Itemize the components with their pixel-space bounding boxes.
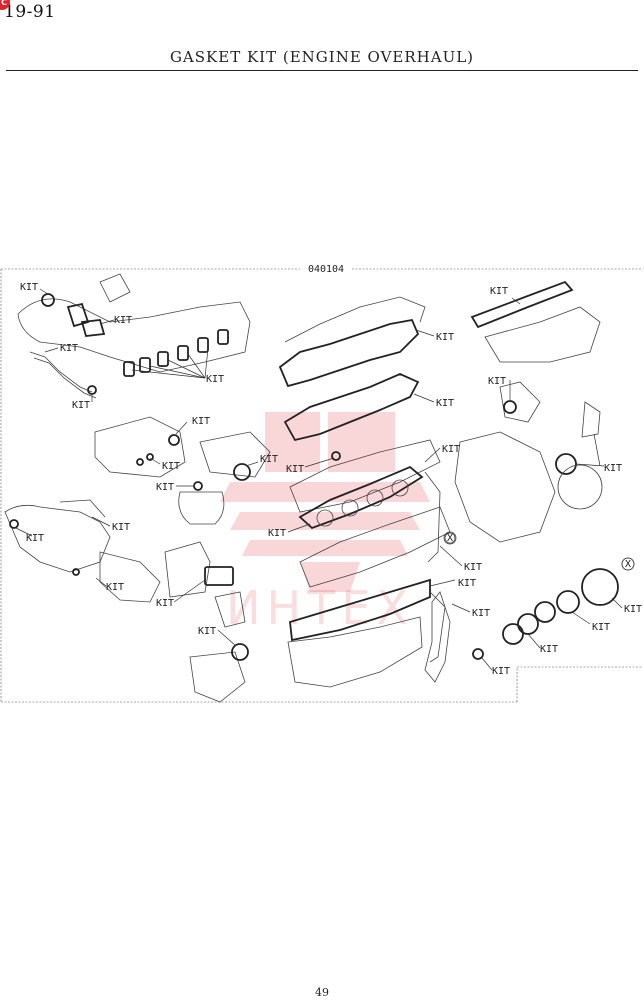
kit-callout: KIT [604,463,622,474]
kit-callout: KIT [268,528,286,539]
kit-callout: KIT [106,582,124,593]
corner-badge: TC [0,0,10,10]
kit-callout: KIT [436,398,454,409]
kit-callout: KIT [286,464,304,475]
reference-marks: X X [443,531,635,571]
timing-cover-group [424,280,635,683]
kit-callout: KIT [114,315,132,326]
kit-callout: KIT [156,482,174,493]
kit-callout: KIT [540,644,558,655]
kit-callout: KIT [488,376,506,387]
kit-callout: KIT [198,626,216,637]
reference-mark-x: X [625,559,631,570]
kit-callout: KIT [60,343,78,354]
kit-callout: KIT [464,562,482,573]
diagram-frame [0,268,643,703]
thermostat-housing-group [94,416,271,525]
callout-leaders [15,288,623,671]
page-number: 49 [315,986,329,999]
page-code: 19-91 [4,2,56,22]
kit-callout: KIT [72,400,90,411]
kit-callout: KIT [260,454,278,465]
title-divider [6,70,638,71]
kit-callout: KIT [442,444,460,455]
kit-callout: KIT [592,622,610,633]
kit-callout: KIT [112,522,130,533]
watermark-text: ИНТЕХ [226,581,414,635]
cylinder-head-gasket-group [278,296,451,688]
page-title: GASKET KIT (ENGINE OVERHAUL) [169,48,475,66]
kit-callout: KIT [26,533,44,544]
kit-callout: KIT [436,332,454,343]
kit-callout: KIT [20,282,38,293]
reference-mark-x: X [447,533,453,544]
kit-callout: KIT [156,598,174,609]
figure-id: 040104 [308,264,344,275]
kit-callout: KIT [192,416,210,427]
egr-cooler-group [4,499,249,703]
kit-callout: KIT [162,461,180,472]
kit-callout: KIT [624,604,642,615]
kit-callout: KIT [492,666,510,677]
kit-callout: KIT [206,374,224,385]
kit-callouts: KIT KIT KIT KIT KIT KIT KIT KIT KIT KIT … [20,282,642,677]
kit-callout: KIT [490,286,508,297]
exploded-parts-diagram: 040104 ИНТЕХ [0,262,644,706]
watermark-logo [220,412,430,592]
exhaust-manifold-group [17,273,251,399]
kit-callout: KIT [458,578,476,589]
kit-callout: KIT [472,608,490,619]
